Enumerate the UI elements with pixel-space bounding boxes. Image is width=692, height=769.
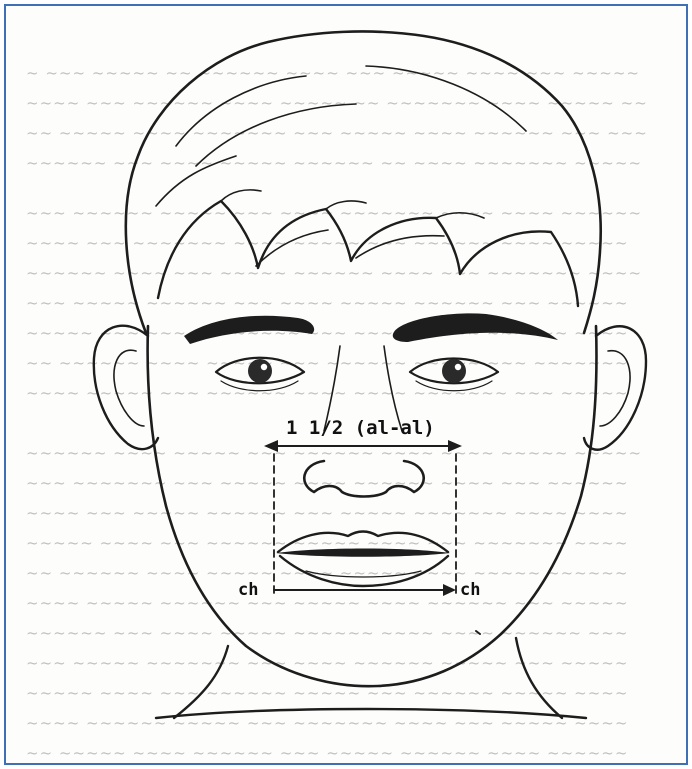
svg-text:~ ~~~ ~~~~~ ~~ ~~~~~~ ~~~~ ~~~: ~ ~~~ ~~~~~ ~~ ~~~~~~ ~~~~ ~~~ ~~~~~ ~~~…	[26, 64, 640, 82]
svg-text:~~~~ ~~~~~~ ~~~~~ ~~~ ~~~~~~~: ~~~~ ~~~~~~ ~~~~~ ~~~ ~~~~~~~ ~~~~ ~~~ ~…	[26, 714, 628, 732]
right-point-label: ch	[460, 580, 480, 600]
svg-text:~~~ ~~~~~ ~~~~~~~ ~~~ ~~~~ ~~~: ~~~ ~~~~~ ~~~~~~~ ~~~ ~~~~ ~~~~~~ ~~~~~ …	[26, 654, 628, 672]
figure-frame: ~ ~~~ ~~~~~ ~~ ~~~~~~ ~~~~ ~~~ ~~~~~ ~~~…	[4, 4, 688, 765]
svg-text:~~~ ~~~~~ ~~~~~~ ~~~ ~~~~ ~~~~: ~~~ ~~~~~ ~~~~~~ ~~~ ~~~~ ~~~~~ ~~~~~~ ~…	[26, 294, 628, 312]
svg-text:~~~~ ~~~~~ ~~~~~~ ~~~ ~~~~~ ~~: ~~~~ ~~~~~ ~~~~~~ ~~~ ~~~~~ ~~~~ ~~~~~~ …	[26, 594, 628, 612]
svg-text:~~~ ~~~~~~~ ~~~ ~~~~~ ~~~~ ~~~: ~~~ ~~~~~~~ ~~~ ~~~~~ ~~~~ ~~~~~~ ~~~~ ~…	[26, 474, 628, 492]
svg-text:~~ ~~~~~ ~~~~ ~~~~~~~ ~~~ ~~~~: ~~ ~~~~~ ~~~~ ~~~~~~~ ~~~ ~~~~~ ~~~~ ~~~…	[26, 124, 648, 142]
neck-right	[516, 638, 562, 718]
bleed-through-text: ~ ~~~ ~~~~~ ~~ ~~~~~~ ~~~~ ~~~ ~~~~~ ~~~…	[26, 64, 648, 762]
svg-text:~~~~ ~~~ ~~~~~~~ ~~~~ ~~~~~ ~~: ~~~~ ~~~ ~~~~~~~ ~~~~ ~~~~~ ~~~ ~~~~~~ ~…	[26, 234, 628, 252]
hair-fringe-strand	[221, 190, 484, 266]
svg-text:~~~~~~ ~~~ ~~~~ ~~~~~ ~~~~~~ ~: ~~~~~~ ~~~ ~~~~ ~~~~~ ~~~~~~ ~~ ~~~~ ~~~…	[26, 154, 642, 172]
svg-text:~~ ~~~~~~ ~~~~ ~~~~~ ~~~~ ~~~~: ~~ ~~~~~~ ~~~~ ~~~~~ ~~~~ ~~~~~~ ~~~ ~~~…	[26, 564, 628, 582]
svg-text:~~~~ ~~~ ~~~~~ ~~~~~~ ~~~ ~~~~: ~~~~ ~~~ ~~~~~ ~~~~~~ ~~~ ~~~~~ ~~~~~~~ …	[26, 504, 628, 522]
face-sketch: ~ ~~~ ~~~~~ ~~ ~~~~~~ ~~~~ ~~~ ~~~~~ ~~~…	[6, 6, 686, 763]
left-point-label: ch	[238, 580, 258, 600]
svg-text:~~~~~~ ~~~ ~~~~ ~~~~~ ~~~~~~ ~: ~~~~~~ ~~~ ~~~~ ~~~~~ ~~~~~~ ~~~~ ~~~~ ~…	[26, 624, 628, 642]
svg-text:~~~~~~ ~~~~ ~~~ ~~~~~ ~~~~~~ ~: ~~~~~~ ~~~~ ~~~ ~~~~~ ~~~~~~ ~~~~ ~~~ ~~…	[26, 264, 642, 282]
svg-text:~~ ~~~~~ ~~~~ ~~~~~~ ~~~ ~~~~~: ~~ ~~~~~ ~~~~ ~~~~~~ ~~~ ~~~~~ ~~~~~~ ~~…	[26, 744, 628, 762]
measure-label: 1 1/2 (al-al)	[286, 417, 435, 439]
